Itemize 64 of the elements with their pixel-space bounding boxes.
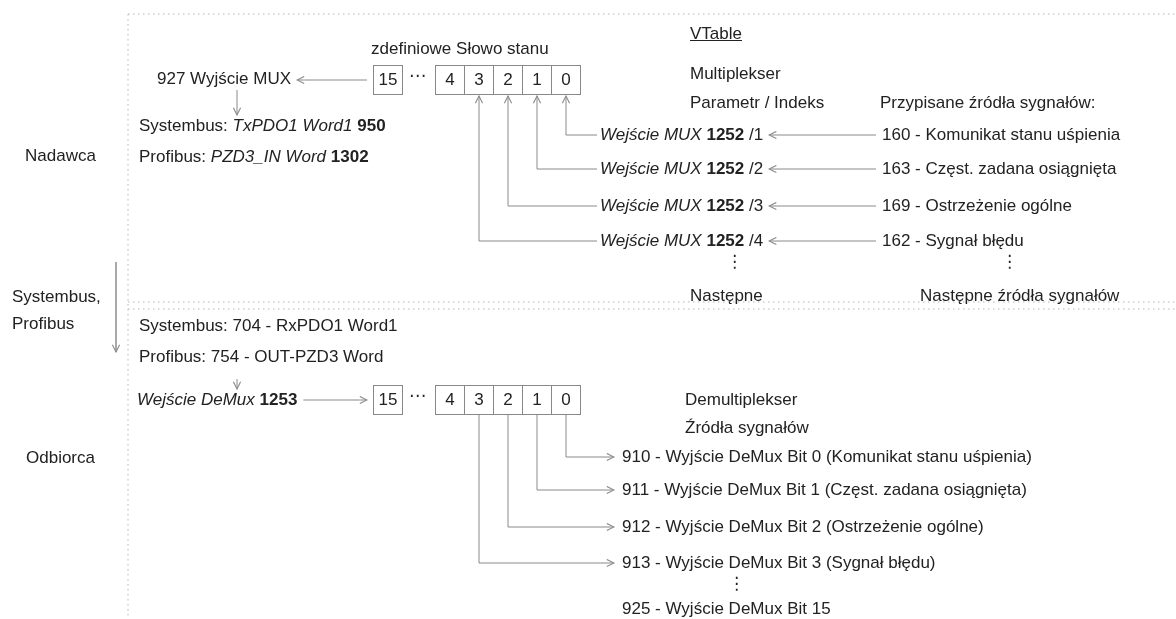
arrow (507, 414, 615, 532)
signal-text: Wejście MUX 1252 /2 (600, 159, 764, 179)
bit-cell: 15 (373, 65, 403, 95)
bit-cell: 0 (551, 385, 581, 415)
text-label: Następne źródła sygnałów (920, 286, 1120, 306)
arrow (296, 75, 368, 85)
text-label: Przypisane źródła sygnałów: (880, 93, 1096, 113)
arrow (768, 201, 877, 211)
bit-cell: 1 (522, 65, 552, 95)
signal-text: Wejście DeMux 1253 (137, 390, 298, 410)
text-label: ⋮ (726, 252, 743, 272)
signal-text: Wejście MUX 1252 /3 (600, 196, 764, 216)
signal-text: 912 - Wyjście DeMux Bit 2 (Ostrzeżenie ogólne) (622, 517, 984, 537)
table-heading: VTable (690, 24, 742, 44)
arrow (768, 164, 877, 174)
bit-cell: 0 (551, 65, 581, 95)
bit-cell: 2 (493, 385, 523, 415)
text-label: ⋮ (1001, 252, 1018, 272)
signal-text: Systembus: TxPDO1 Word1 950 (139, 116, 386, 136)
text-label: Odbiorca (26, 448, 95, 468)
text-label: Multiplekser (690, 64, 781, 84)
text-label: Demultiplekser (685, 390, 798, 410)
arrow (536, 414, 615, 495)
text-label: Następne (690, 286, 763, 306)
signal-text: Profibus: 754 - OUT-PZD3 Word (139, 347, 385, 367)
signal-text: 162 - Sygnał błędu (882, 231, 1024, 251)
bit-cell: 3 (464, 65, 494, 95)
signal-text: Wejście MUX 1252 /4 (600, 231, 764, 251)
bit-cell: 1 (522, 385, 552, 415)
arrow (768, 236, 877, 246)
signal-text: 911 - Wyjście DeMux Bit 1 (Częst. zadana osiągnięta) (622, 480, 1027, 500)
bit-cell: 3 (464, 385, 494, 415)
text-label: Źródła sygnałów (685, 418, 809, 438)
arrow (302, 395, 368, 405)
text-label: zdefiniowe Słowo stanu (371, 39, 549, 59)
text-label: Nadawca (25, 146, 96, 166)
text-label: ⋯ (409, 386, 426, 406)
arrow (503, 95, 598, 207)
arrow (232, 378, 242, 390)
signal-text: 160 - Komunikat stanu uśpienia (882, 125, 1121, 145)
text-label: ⋮ (728, 574, 745, 594)
signal-text: 169 - Ostrzeżenie ogólne (882, 196, 1072, 216)
signal-text: 927 Wyjście MUX (157, 69, 291, 89)
arrow (768, 130, 877, 140)
bit-cell: 2 (493, 65, 523, 95)
arrow (565, 414, 615, 462)
arrow (474, 95, 598, 242)
signal-text: 913 - Wyjście DeMux Bit 3 (Sygnał błędu) (622, 553, 936, 573)
text-label: ⋯ (409, 66, 426, 86)
signal-text: 910 - Wyjście DeMux Bit 0 (Komunikat stanu uśpienia) (622, 447, 1032, 467)
signal-text: 163 - Częst. zadana osiągnięta (882, 159, 1117, 179)
bit-cell: 15 (373, 385, 403, 415)
text-label: Systembus, Profibus (12, 286, 102, 335)
arrow (532, 95, 598, 170)
text-label: Parametr / Indeks (690, 93, 825, 113)
arrow (478, 414, 615, 568)
signal-text: Wejście MUX 1252 /1 (600, 125, 764, 145)
bit-cell: 4 (435, 385, 465, 415)
signal-text: Systembus: 704 - RxPDO1 Word1 (139, 316, 398, 336)
text-label: 925 - Wyjście DeMux Bit 15 (622, 599, 831, 619)
arrow (561, 95, 598, 136)
bit-cell: 4 (435, 65, 465, 95)
arrow (232, 89, 242, 116)
signal-text: Profibus: PZD3_IN Word 1302 (139, 147, 370, 167)
